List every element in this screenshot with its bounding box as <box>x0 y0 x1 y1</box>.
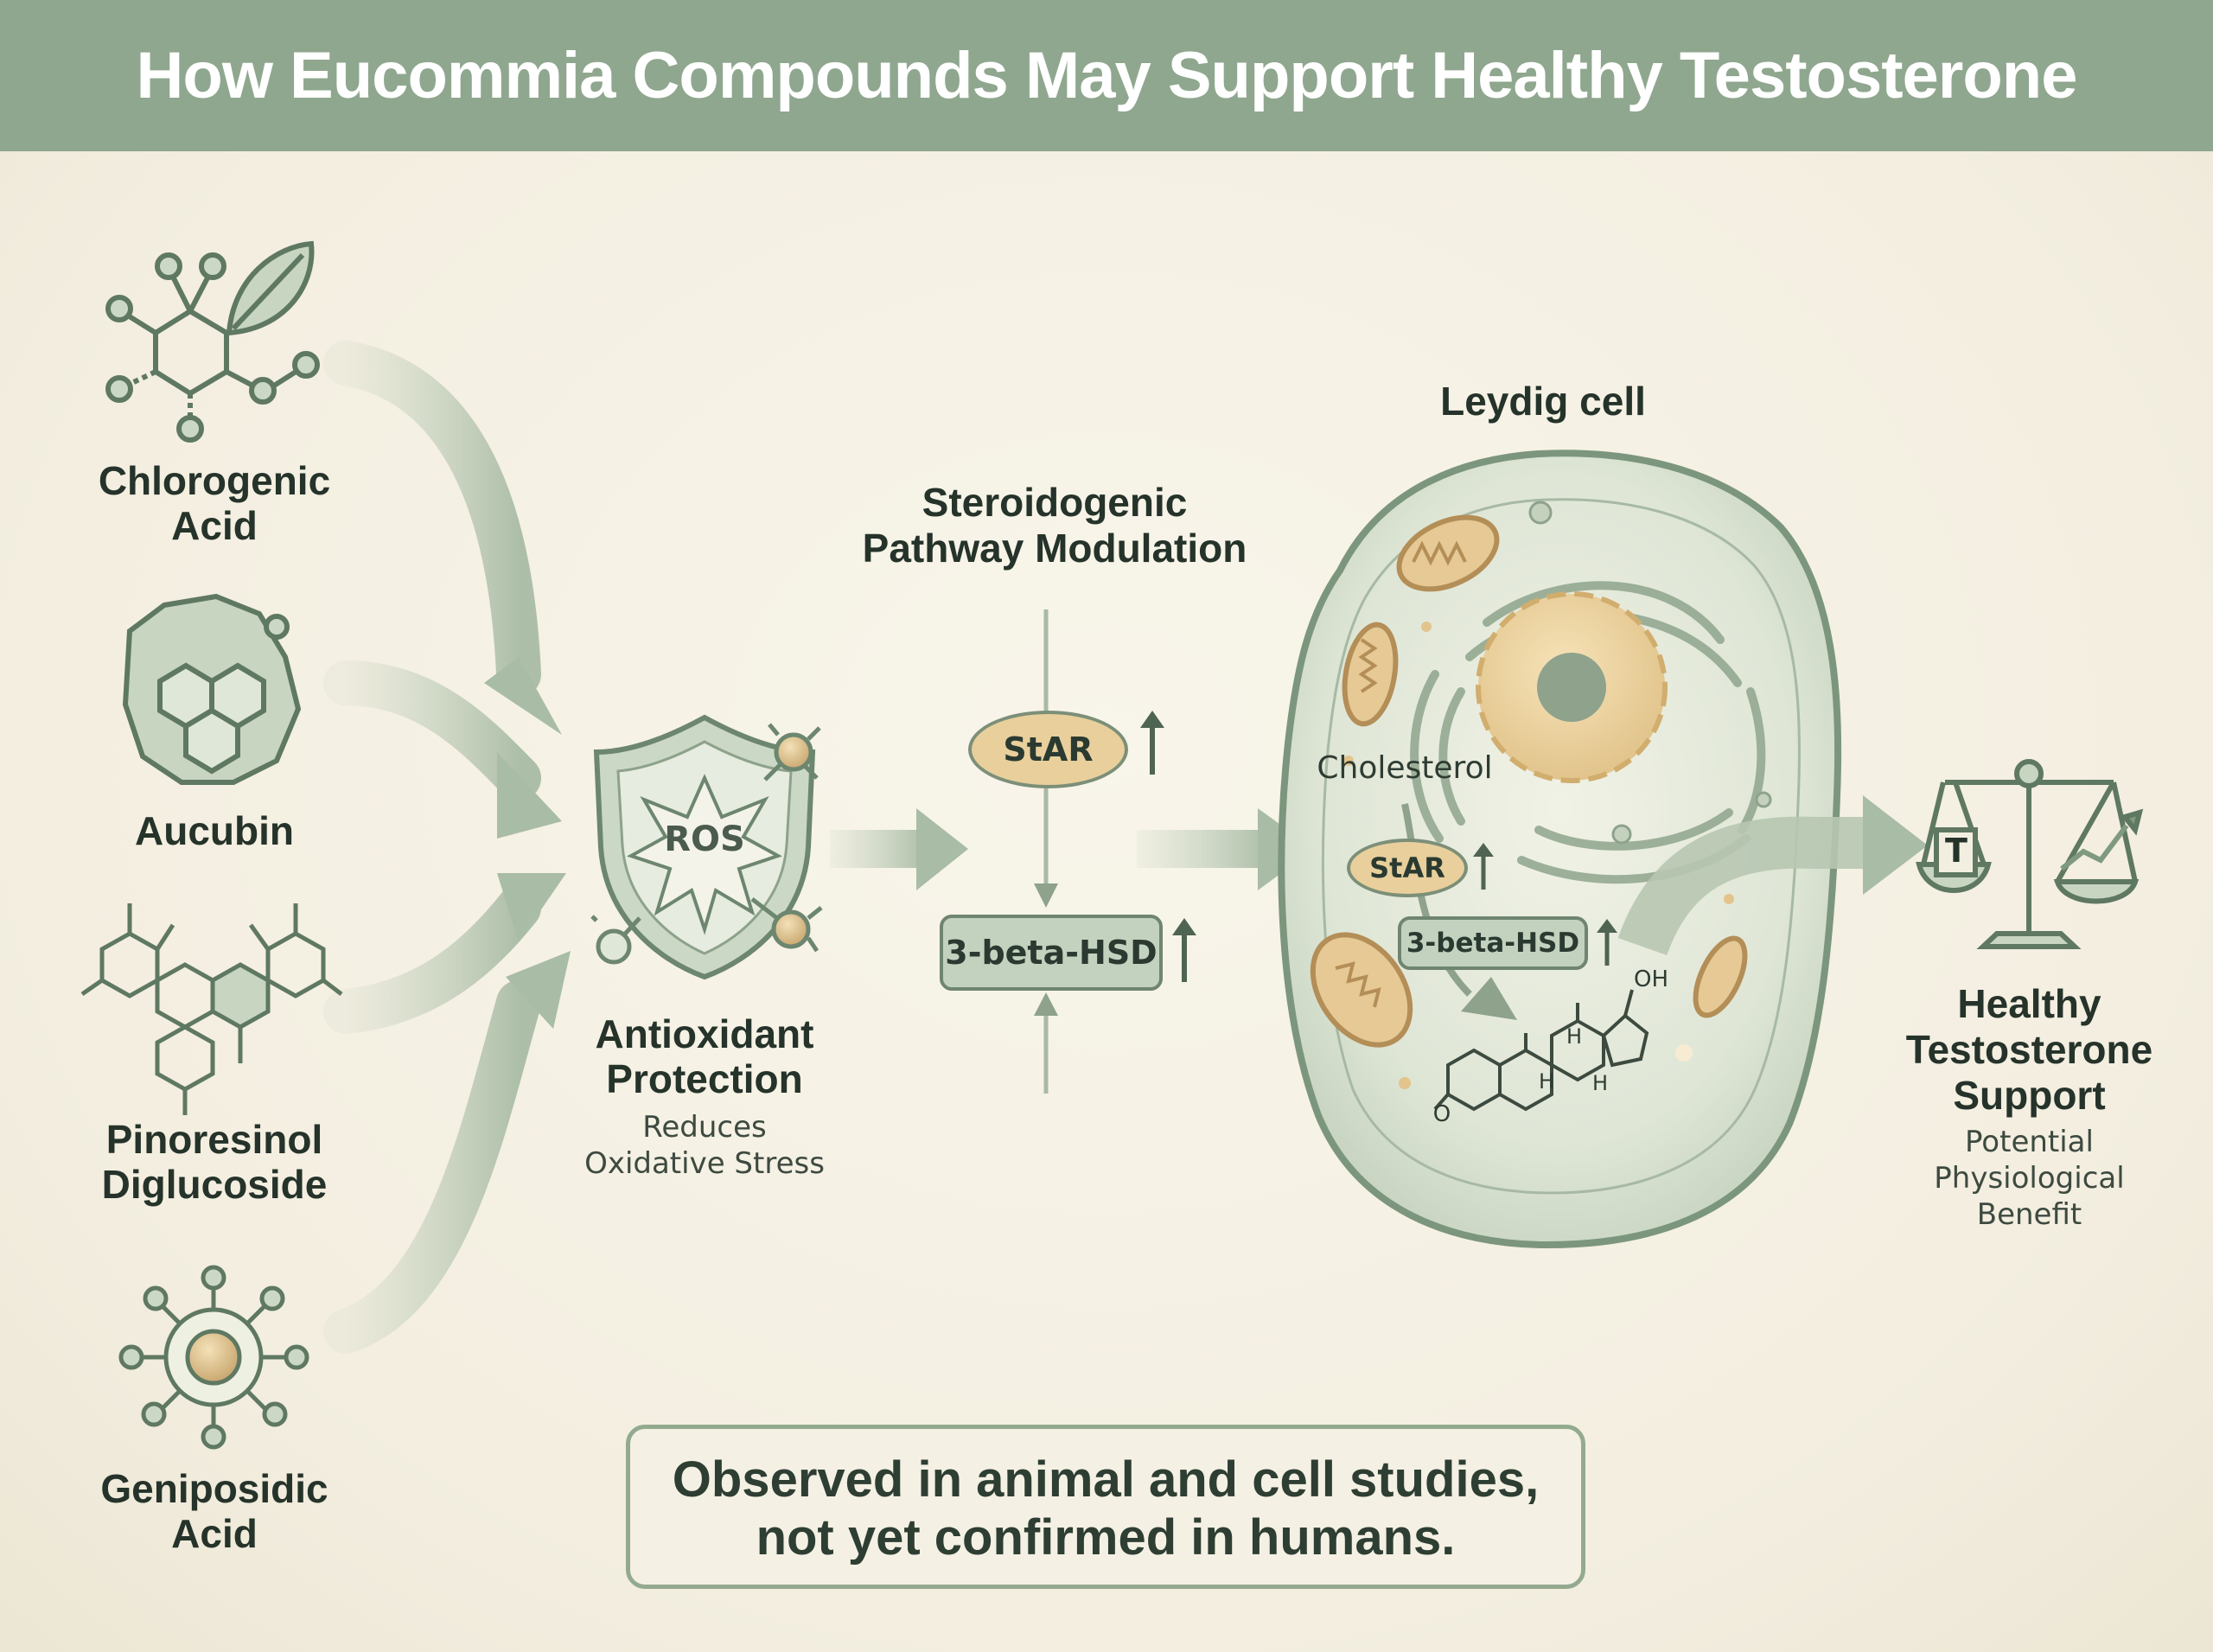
compound-label-line2: Acid <box>171 1511 258 1556</box>
disclaimer-line2: not yet confirmed in humans. <box>756 1509 1456 1566</box>
scale-t-label: T <box>1945 832 1967 870</box>
pathway-title: Steroidogenic Pathway Modulation <box>830 480 1279 571</box>
hsd-enzyme-badge: 3-beta-HSD <box>940 915 1163 991</box>
antioxidant-sub-line2: Oxidative Stress <box>584 1146 825 1181</box>
compound-label-line1: Chlorogenic <box>98 458 331 503</box>
compound-label-chlorogenic: Chlorogenic Acid <box>59 458 370 548</box>
ros-label: ROS <box>664 820 745 859</box>
ketone-o-label: O <box>1432 1101 1451 1127</box>
balance-scale-icon <box>1916 759 2144 949</box>
antioxidant-title-line1: Antioxidant <box>595 1011 814 1056</box>
leydig-cell-illustration <box>1278 450 1928 1249</box>
chlorogenic-acid-molecule <box>105 240 320 443</box>
compound-label-line1: Aucubin <box>135 808 294 853</box>
pathway-title-line1: Steroidogenic <box>922 480 1188 525</box>
pinoresinol-diglucoside-molecule <box>80 903 343 1115</box>
ros-starburst-icon <box>627 774 782 935</box>
page-title: How Eucommia Compounds May Support Healt… <box>136 39 2078 112</box>
disclaimer-box <box>626 1425 1585 1589</box>
antioxidant-sub-line1: Reduces <box>642 1110 767 1145</box>
compound-flow-arrowheads <box>484 657 571 1029</box>
antioxidant-subtitle: Reduces Oxidative Stress <box>545 1109 864 1182</box>
outcome-title: Healthy Testosterone Support <box>1876 981 2183 1119</box>
compound-label-line1: Geniposidic <box>100 1466 328 1511</box>
cell-star-badge: StAR <box>1347 839 1468 897</box>
up-arrow-icon <box>1597 919 1617 966</box>
antioxidant-title: Antioxidant Protection <box>545 1011 864 1101</box>
compound-flow-arrows <box>323 341 541 1354</box>
hydrogen-label: H <box>1591 1071 1609 1095</box>
up-arrow-icon <box>1140 711 1164 775</box>
compound-label-line2: Acid <box>171 503 258 548</box>
hydrogen-label: H <box>1566 1024 1583 1049</box>
up-arrow-icon <box>1473 843 1494 890</box>
aucubin-molecule <box>122 593 302 785</box>
disclaimer-line1: Observed in animal and cell studies, <box>672 1451 1540 1508</box>
leydig-cell-title: Leydig cell <box>1440 379 1646 424</box>
oh-label: OH <box>1633 966 1668 992</box>
outcome-title-line2: Testosterone <box>1905 1027 2153 1072</box>
compound-label-pinoresinol: Pinoresinol Diglucoside <box>59 1117 370 1207</box>
compound-label-line1: Pinoresinol <box>105 1117 323 1162</box>
testosterone-structure <box>1433 989 1649 1112</box>
outcome-title-line1: Healthy <box>1957 981 2101 1026</box>
title-bar <box>0 0 2213 151</box>
shield-icon <box>590 714 823 980</box>
outcome-sub-line3: Benefit <box>1976 1197 2082 1232</box>
cholesterol-label: Cholesterol <box>1317 750 1493 786</box>
pathway-flow-arrows <box>830 808 1314 890</box>
outcome-sub-line1: Potential <box>1965 1125 2094 1159</box>
outcome-title-line3: Support <box>1953 1073 2106 1118</box>
compound-label-line2: Diglucoside <box>101 1162 328 1207</box>
hydrogen-label: H <box>1538 1069 1555 1094</box>
outcome-subtitle: Potential Physiological Benefit <box>1876 1124 2183 1233</box>
geniposidic-acid-molecule <box>118 1265 309 1450</box>
up-arrow-icon <box>1172 918 1196 982</box>
compound-label-aucubin: Aucubin <box>59 808 370 853</box>
star-enzyme-badge: StAR <box>968 711 1128 788</box>
outcome-sub-line2: Physiological <box>1934 1161 2125 1196</box>
pathway-vertical-line <box>1034 609 1058 1094</box>
pathway-title-line2: Pathway Modulation <box>862 526 1247 571</box>
compound-label-geniposidic: Geniposidic Acid <box>59 1466 370 1556</box>
cell-hsd-badge: 3-beta-HSD <box>1398 916 1588 970</box>
antioxidant-title-line2: Protection <box>606 1056 803 1101</box>
